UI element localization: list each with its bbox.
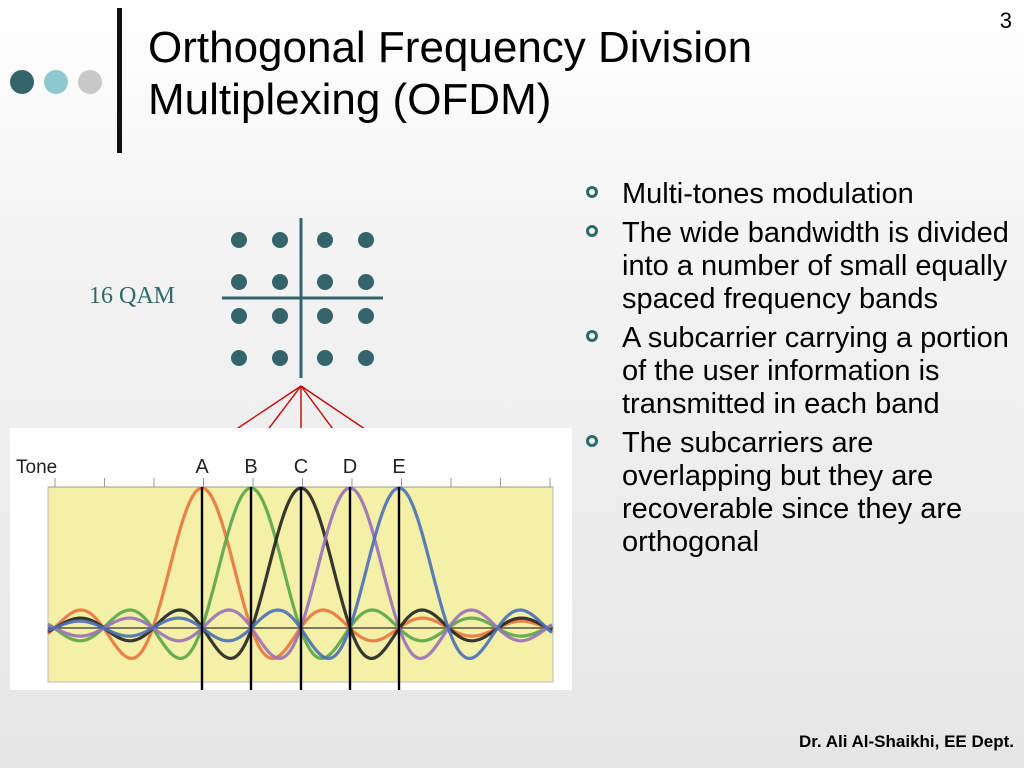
deco-dot-grey bbox=[78, 70, 102, 94]
bullet-text: A subcarrier carrying a portion of the u… bbox=[622, 322, 1009, 420]
bullet-ring-icon bbox=[586, 330, 598, 342]
qam-point bbox=[317, 274, 333, 290]
bullet-list: Multi-tones modulation The wide bandwidt… bbox=[582, 178, 1012, 565]
deco-dot-light bbox=[44, 70, 68, 94]
qam-point bbox=[317, 308, 333, 324]
bullet-item: The wide bandwidth is divided into a num… bbox=[582, 217, 1012, 316]
tone-label-c: C bbox=[294, 456, 308, 478]
tone-label-a: A bbox=[195, 456, 209, 478]
bullet-ring-icon bbox=[586, 435, 598, 447]
bullet-item: A subcarrier carrying a portion of the u… bbox=[582, 322, 1012, 421]
qam-point bbox=[358, 232, 374, 248]
bullet-item: The subcarriers are overlapping but they… bbox=[582, 427, 1012, 559]
page-title: Orthogonal Frequency Division Multiplexi… bbox=[148, 22, 752, 126]
deco-dot-dark bbox=[10, 70, 34, 94]
slide-number: 3 bbox=[999, 8, 1012, 33]
qam-point bbox=[317, 232, 333, 248]
qam-point bbox=[272, 232, 288, 248]
qam-point bbox=[358, 308, 374, 324]
tone-label-e: E bbox=[392, 456, 405, 478]
qam-point bbox=[231, 232, 247, 248]
bullet-ring-icon bbox=[586, 225, 598, 237]
bullet-text: Multi-tones modulation bbox=[622, 178, 914, 210]
qam-point bbox=[358, 274, 374, 290]
qam-point bbox=[358, 350, 374, 366]
title-line-1: Orthogonal Frequency Division bbox=[148, 23, 753, 72]
qam-point bbox=[272, 274, 288, 290]
qam-point bbox=[231, 308, 247, 324]
tone-axis-label: Tone bbox=[16, 457, 57, 478]
constellation-label: 16 QAM bbox=[89, 283, 176, 309]
qam-point bbox=[231, 274, 247, 290]
qam-point bbox=[272, 350, 288, 366]
bullet-text: The wide bandwidth is divided into a num… bbox=[622, 217, 1009, 315]
bullet-ring-icon bbox=[586, 186, 598, 198]
qam-point bbox=[317, 350, 333, 366]
tone-label-d: D bbox=[343, 456, 357, 478]
decorative-dots bbox=[10, 70, 102, 94]
qam-constellation-points bbox=[231, 232, 374, 366]
title-divider-bar bbox=[117, 8, 122, 153]
footer-author: Dr. Ali Al-Shaikhi, EE Dept. bbox=[798, 732, 1014, 751]
qam-point bbox=[272, 308, 288, 324]
ofdm-diagram: Tone A B C D E bbox=[16, 218, 554, 690]
bullet-item: Multi-tones modulation bbox=[582, 178, 1012, 211]
bullet-text: The subcarriers are overlapping but they… bbox=[622, 427, 963, 558]
tone-plot-ticks bbox=[54, 478, 551, 487]
subcarrier-peak-lines bbox=[200, 487, 401, 690]
title-line-2: Multiplexing (OFDM) bbox=[148, 75, 552, 124]
tone-labels: A B C D E bbox=[195, 456, 405, 478]
tone-label-b: B bbox=[244, 456, 257, 478]
qam-point bbox=[231, 350, 247, 366]
